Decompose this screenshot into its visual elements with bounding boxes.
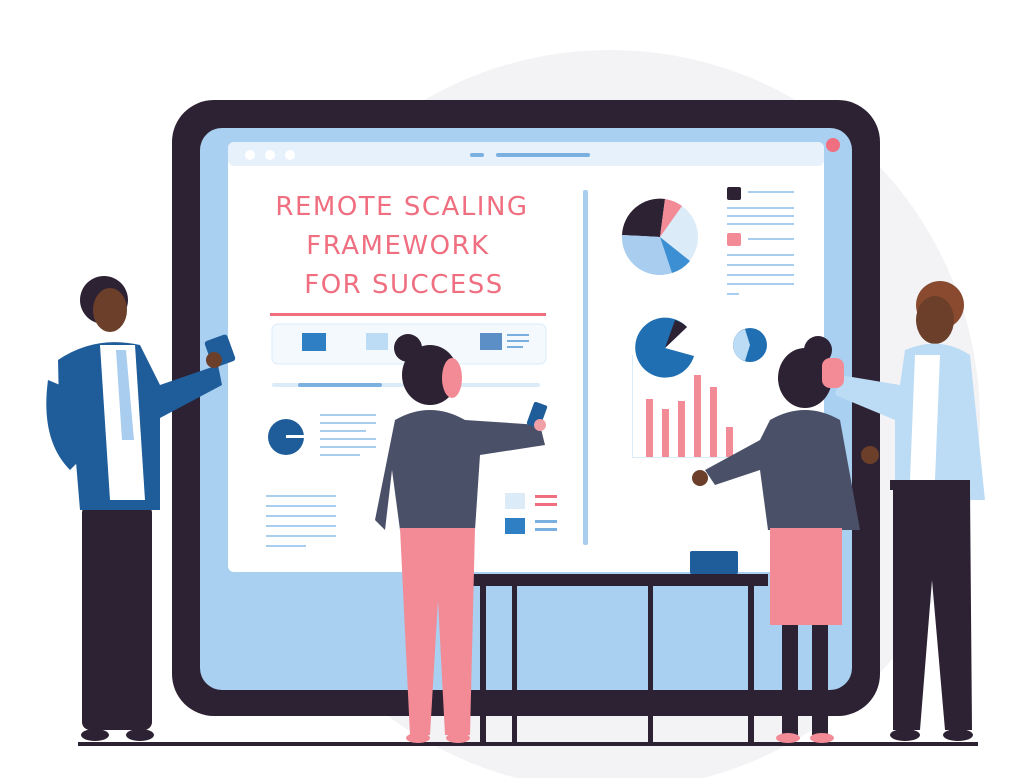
close-dot-icon[interactable] — [826, 138, 840, 152]
address-bar[interactable] — [496, 153, 590, 157]
address-bar-segment — [470, 153, 484, 157]
legend-swatch — [727, 187, 741, 200]
legend-swatch — [727, 233, 741, 246]
bar-chart — [632, 355, 762, 458]
table — [462, 574, 768, 744]
image-icon[interactable] — [366, 333, 388, 350]
tile-icon[interactable] — [302, 333, 326, 351]
person-right-man — [822, 281, 985, 741]
screen-title-line-1: REMOTE SCALING — [275, 192, 528, 222]
window-dot-icon[interactable] — [245, 150, 255, 160]
bar — [678, 401, 685, 457]
y-axis — [632, 355, 633, 458]
person-left-man — [46, 276, 236, 741]
person-center-woman — [375, 334, 548, 743]
bar — [662, 409, 669, 457]
bar — [694, 375, 701, 457]
thumb-icon[interactable] — [505, 493, 525, 509]
window-dot-icon[interactable] — [265, 150, 275, 160]
pacman-pie-chart — [635, 317, 694, 378]
person-right-woman — [692, 336, 860, 743]
title-underline — [270, 313, 546, 316]
bar — [726, 427, 733, 457]
progress-fill — [298, 383, 382, 387]
tablet-on-table — [690, 551, 738, 574]
gallery-icon[interactable] — [480, 333, 502, 350]
vertical-divider — [583, 190, 588, 545]
x-axis — [632, 457, 762, 458]
pie-chart — [621, 198, 698, 275]
text-lines — [266, 414, 376, 547]
screen-title-line-3: FOR SUCCESS — [304, 270, 504, 300]
floor-line — [78, 742, 978, 746]
thumb-icon[interactable] — [505, 518, 525, 534]
window-dot-icon[interactable] — [285, 150, 295, 160]
bar — [646, 399, 653, 457]
small-pie-chart — [733, 328, 767, 362]
screen-title-line-2: FRAMEWORK — [306, 231, 489, 261]
legend-lines — [727, 191, 794, 295]
bar — [710, 387, 717, 457]
